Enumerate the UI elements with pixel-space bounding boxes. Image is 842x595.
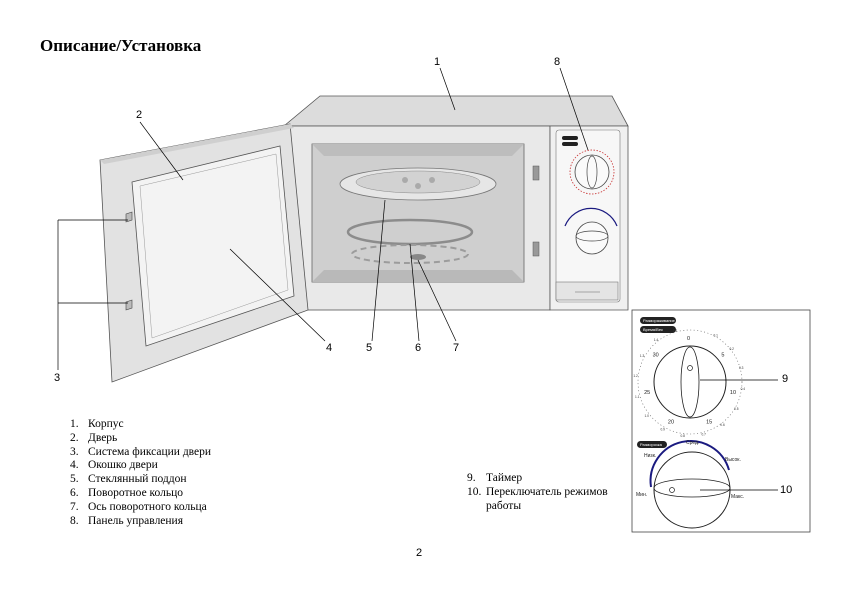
timer-minute-label: 15 <box>706 420 712 426</box>
timer-weight-label: 0.8 <box>681 434 686 438</box>
power-max-label: Макс. <box>731 494 744 500</box>
list-item: 5.Стеклянный поддон <box>70 473 187 486</box>
power-min-label: Мин. <box>636 492 647 498</box>
roller-axle <box>410 254 426 260</box>
timer-minute-label: 25 <box>644 390 650 396</box>
svg-text:Время/Вес: Время/Вес <box>643 327 663 332</box>
page-title: Описание/Установка <box>40 36 202 55</box>
timer-weight-label: 0.3 <box>739 366 744 370</box>
page-number: 2 <box>416 547 423 559</box>
callout-9: 9 <box>782 373 789 385</box>
timer-weight-label: 1.3 <box>640 354 645 358</box>
callout-4: 4 <box>326 342 333 354</box>
list-item: 9.Таймер <box>467 472 523 484</box>
timer-weight-label: 0.9 <box>661 428 666 432</box>
timer-weight-label: 0.2 <box>730 347 735 351</box>
timer-weight-label: 1.4 <box>654 338 659 342</box>
callout-1: 1 <box>434 56 441 68</box>
door-latch-upper <box>125 211 133 223</box>
power-medium-label: Сред. <box>686 440 699 446</box>
timer-minute-label: 20 <box>668 420 674 426</box>
timer-weight-label: 1.2 <box>633 374 638 378</box>
timer-dial-ring <box>637 329 743 435</box>
list-item: 1.Корпус <box>70 418 124 430</box>
callout-2: 2 <box>136 109 143 121</box>
callout-6: 6 <box>415 342 422 354</box>
timer-weight-label: 0.5 <box>734 407 739 411</box>
timer-minute-label: 10 <box>730 390 736 396</box>
power-high-label: Высок. <box>725 457 741 463</box>
list-item: 2.Дверь <box>70 431 118 444</box>
timer-weight-label: 0.1 <box>714 333 719 337</box>
list-item: 4.Окошко двери <box>70 459 158 472</box>
oven-cavity <box>311 143 525 283</box>
timer-weight-label: 0.4 <box>741 387 746 391</box>
timer-minute-label: 0 <box>687 336 690 342</box>
callout-7: 7 <box>453 342 460 354</box>
timer-weight-label: 1.1 <box>635 395 640 399</box>
list-item: 7.Ось поворотного кольца <box>70 500 207 513</box>
list-item: 3.Система фиксации двери <box>70 445 212 458</box>
parts-list: 1.Корпус 2.Дверь 3.Система фиксации двер… <box>70 418 211 528</box>
list-item: 6.Поворотное кольцо <box>70 486 184 499</box>
timer-weight-label: 0.7 <box>702 433 707 437</box>
timer-weight-label: 1.0 <box>645 414 650 418</box>
callout-5: 5 <box>366 342 373 354</box>
list-item: 10.Переключатель режимов работы <box>467 485 608 512</box>
door-window <box>131 145 295 347</box>
list-item: 8.Панель управления <box>70 514 184 527</box>
power-scale-arc <box>649 440 730 488</box>
callout-3: 3 <box>54 372 61 384</box>
controls-list: 9.Таймер 10.Переключатель режимов работы <box>467 472 637 513</box>
microwave-top <box>282 95 629 127</box>
timer-weight-label: 1.5 <box>673 329 678 333</box>
door-latch-lower <box>125 299 133 311</box>
timer-minute-label: 5 <box>721 353 724 359</box>
callout-10: 10 <box>780 484 793 496</box>
timer-dial-labels: 0 5 10 15 20 25 30 0.1 0.2 0.3 0.4 0.5 0.6 0.7 0.8 0.9 1… <box>633 329 745 439</box>
svg-text:Размораживание: Размораживание <box>643 318 676 323</box>
timer-weight-label: 0.6 <box>720 423 725 427</box>
power-low-label: Низк. <box>644 453 656 459</box>
callout-8: 8 <box>554 56 561 68</box>
svg-text:Разморозка: Разморозка <box>640 442 663 447</box>
timer-knob <box>653 345 727 419</box>
timer-minute-label: 30 <box>653 353 659 359</box>
